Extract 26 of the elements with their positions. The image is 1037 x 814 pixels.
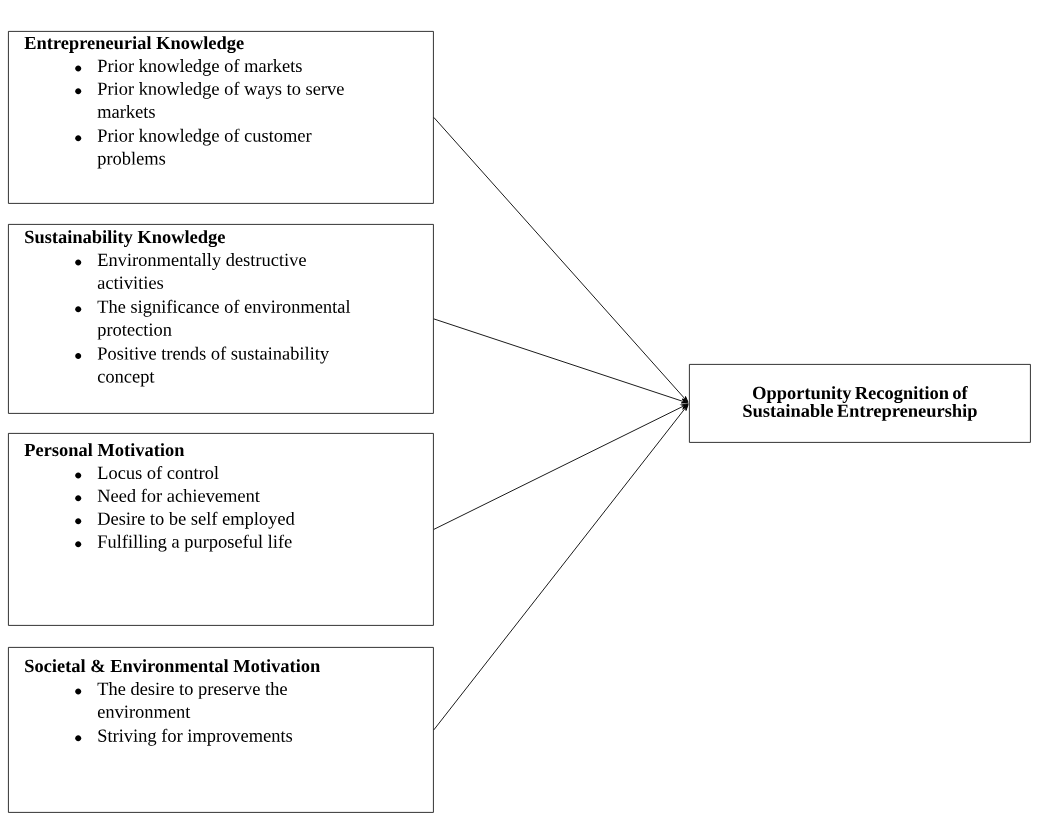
concept-box (8, 224, 434, 414)
arrow (433, 318, 689, 404)
concept-box (8, 31, 434, 204)
bullet-item: The desire to preserve the environment (97, 682, 287, 718)
bullet-item: Locus of control (97, 465, 219, 480)
box-heading: Societal & Environmental Motivation (25, 659, 320, 673)
box-heading: Entrepreneurial Knowledge (24, 36, 244, 54)
bullet-item: Environmentally destructive activities (97, 253, 306, 289)
arrow (433, 403, 689, 530)
concept-box (8, 647, 434, 813)
bullet-item: The significance of environmental protection (97, 299, 351, 340)
box-heading: Personal Motivation (24, 443, 185, 457)
box-heading: Sustainability Knowledge (25, 230, 225, 248)
concept-box (689, 364, 1031, 443)
bullet-item: Positive trends of sustainability concept (97, 346, 330, 387)
bullet-item: Prior knowledge of markets (97, 58, 302, 76)
arrow (433, 404, 689, 731)
bullet-item: Need for achievement (97, 488, 260, 502)
bullet-item: Striving for improvements (98, 728, 293, 746)
bullet-item: Desire to be self employed (97, 511, 295, 529)
bullet-item: Prior knowledge of customer problems (97, 128, 312, 169)
arrow (433, 116, 689, 403)
bullet-item: Fulfilling a purposeful life (97, 534, 292, 552)
concept-box (8, 433, 434, 626)
bullet-item: Prior knowledge of ways to serve markets (97, 81, 344, 118)
box-label: Opportunity Recognition of Sustainable Entrepreneurship (743, 386, 977, 421)
